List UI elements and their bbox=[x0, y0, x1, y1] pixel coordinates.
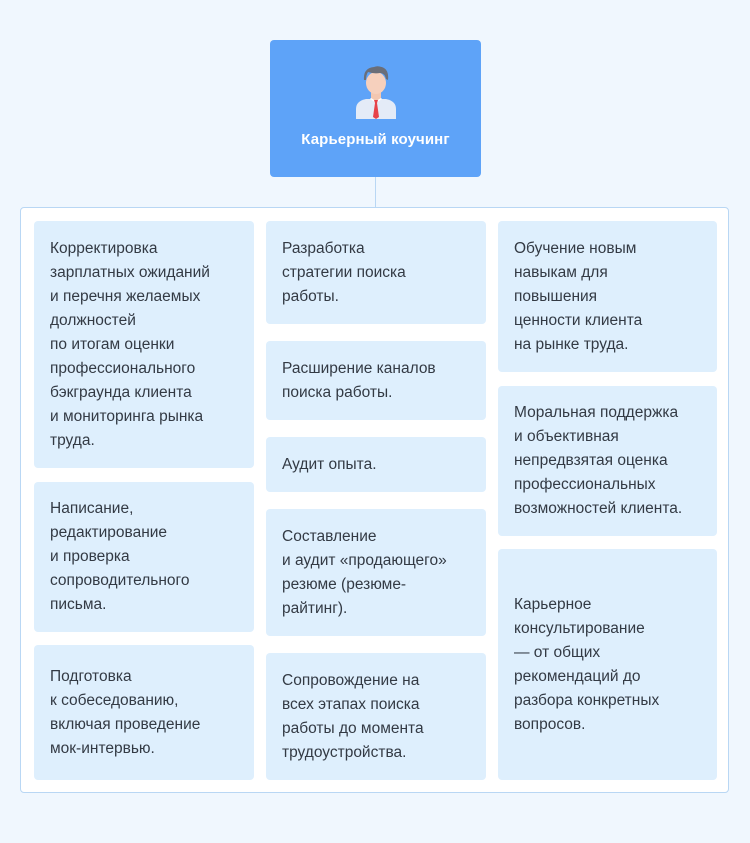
service-card-text: Сопровождение на всех этапах поиска рабо… bbox=[282, 671, 424, 761]
service-card-text: Составление и аудит «продающего» резюме … bbox=[282, 527, 447, 617]
service-card-text: Разработка стратегии поиска работы. bbox=[282, 239, 406, 305]
connector-line bbox=[375, 177, 376, 207]
service-card-text: Корректировка зарплатных ожиданий и пере… bbox=[50, 239, 210, 449]
service-card: Карьерное консультирование — от общих ре… bbox=[498, 549, 717, 780]
service-card: Аудит опыта. bbox=[266, 437, 486, 492]
service-card-text: Моральная поддержка и объективная непред… bbox=[514, 404, 683, 517]
service-card-text: Написание, редактирование и проверка соп… bbox=[50, 500, 190, 613]
service-card: Составление и аудит «продающего» резюме … bbox=[266, 509, 486, 636]
service-card: Сопровождение на всех этапах поиска рабо… bbox=[266, 653, 486, 780]
service-card-text: Расширение каналов поиска работы. bbox=[282, 359, 436, 401]
service-card: Корректировка зарплатных ожиданий и пере… bbox=[34, 221, 254, 468]
service-card: Моральная поддержка и объективная непред… bbox=[498, 386, 717, 536]
service-card-text: Подготовка к собеседованию, включая пров… bbox=[50, 667, 201, 757]
service-card: Расширение каналов поиска работы. bbox=[266, 341, 486, 420]
service-card-text: Обучение новым навыкам для повышения цен… bbox=[514, 239, 643, 353]
service-card: Обучение новым навыкам для повышения цен… bbox=[498, 221, 717, 372]
service-card-text: Аудит опыта. bbox=[282, 455, 377, 473]
person-icon bbox=[355, 66, 396, 119]
service-card: Подготовка к собеседованию, включая пров… bbox=[34, 645, 254, 780]
service-card: Разработка стратегии поиска работы. bbox=[266, 221, 486, 324]
service-card: Написание, редактирование и проверка соп… bbox=[34, 482, 254, 632]
root-title: Карьерный коучинг bbox=[301, 131, 450, 148]
root-node: Карьерный коучинг bbox=[270, 40, 481, 177]
service-card-text: Карьерное консультирование — от общих ре… bbox=[514, 595, 660, 733]
